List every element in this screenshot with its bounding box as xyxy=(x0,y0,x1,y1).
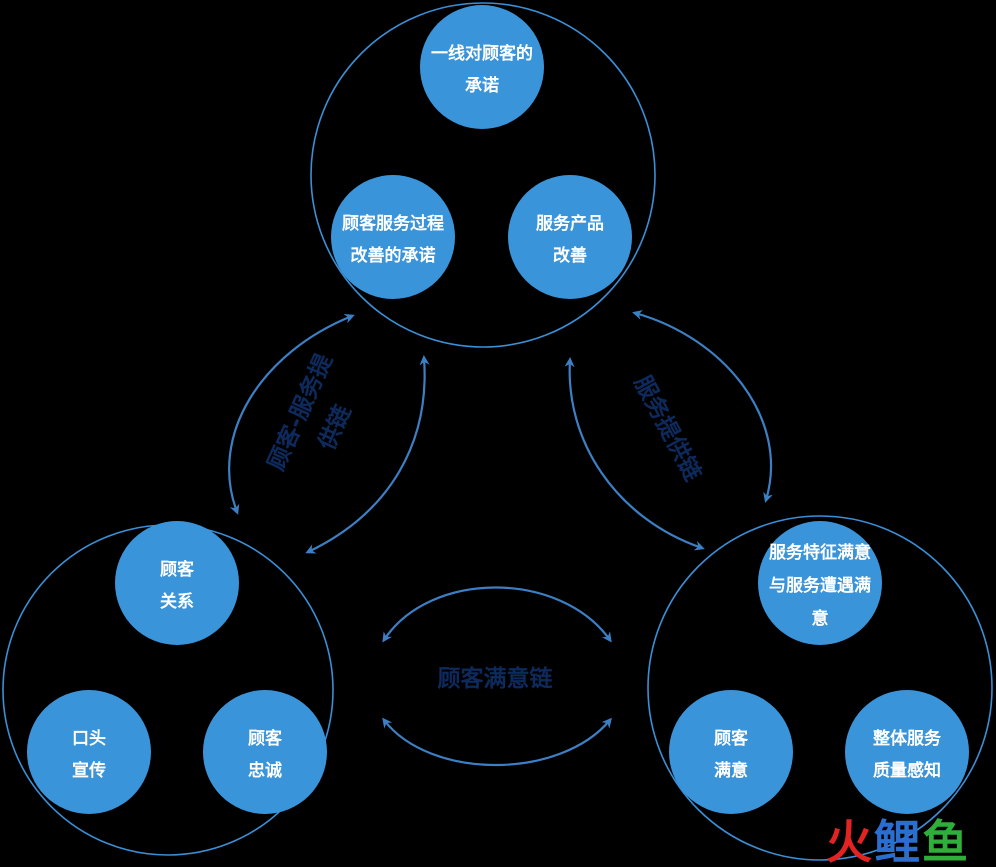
bottom-chain-upper-arrow xyxy=(382,586,612,643)
node-label-line2: 质量感知 xyxy=(873,760,941,781)
logo-char-3: 鱼 xyxy=(922,815,968,867)
top-node-frontline-commitment: 一线对顾客的 承诺 xyxy=(420,5,544,129)
node-label-line1: 服务产品 xyxy=(536,213,604,234)
right-node-service-feature-satisfaction: 服务特征满意 与服务遭遇满 意 xyxy=(758,521,882,645)
node-label-line2: 改善 xyxy=(553,245,587,266)
right-node-customer-satisfaction: 顾客 满意 xyxy=(669,690,793,814)
node-label-line1: 整体服务 xyxy=(873,728,942,749)
left-node-customer-relationship: 顾客 关系 xyxy=(115,521,239,645)
bottom-chain-label: 顾客满意链 xyxy=(438,665,553,692)
logo-char-1: 火 xyxy=(826,815,872,867)
top-node-service-product-improvement: 服务产品 改善 xyxy=(508,175,632,299)
node-circle xyxy=(420,5,544,129)
node-label-line1: 顾客 xyxy=(714,728,749,749)
top-group-ring xyxy=(310,2,656,348)
right-chain-outer-arrow xyxy=(632,310,773,503)
node-label-line2: 忠诚 xyxy=(248,760,282,781)
node-circle xyxy=(508,175,632,299)
right-chain-inner-arrow xyxy=(564,357,705,551)
node-circle xyxy=(203,690,327,814)
left-chain-outer-arrow xyxy=(228,313,355,515)
right-node-overall-quality-perception: 整体服务 质量感知 xyxy=(845,690,969,814)
node-circle xyxy=(27,690,151,814)
node-label-line1: 顾客 xyxy=(160,559,195,580)
node-label-line3: 意 xyxy=(812,608,829,629)
node-circle xyxy=(331,175,455,299)
node-label-line2: 宣传 xyxy=(72,760,106,781)
node-circle xyxy=(758,521,882,645)
node-label-line1: 口头 xyxy=(72,729,106,749)
node-circle xyxy=(115,521,239,645)
node-label-line2: 满意 xyxy=(714,760,748,781)
brand-logo: 火 鲤 鱼 xyxy=(826,815,968,867)
node-label-line2: 承诺 xyxy=(465,75,499,96)
logo-char-2: 鲤 xyxy=(874,815,920,867)
node-label-line1: 顾客 xyxy=(248,728,283,749)
bottom-chain-lower-arrow xyxy=(382,717,612,766)
node-label-line1: 服务特征满意 xyxy=(769,542,871,563)
node-label-line2: 与服务遭遇满 xyxy=(769,575,871,596)
left-node-customer-loyalty: 顾客 忠诚 xyxy=(203,690,327,814)
node-circle xyxy=(845,690,969,814)
node-label-line2: 关系 xyxy=(160,591,194,612)
node-label-line1: 顾客服务过程 xyxy=(342,213,444,234)
left-node-word-of-mouth: 口头 宣传 xyxy=(27,690,151,814)
left-chain-inner-arrow xyxy=(305,355,430,554)
node-label-line2: 改善的承诺 xyxy=(351,245,436,266)
right-group-ring xyxy=(647,515,993,861)
node-label-line1: 一线对顾客的 xyxy=(431,43,533,64)
top-node-service-process-commitment: 顾客服务过程 改善的承诺 xyxy=(331,175,455,299)
node-circle xyxy=(669,690,793,814)
